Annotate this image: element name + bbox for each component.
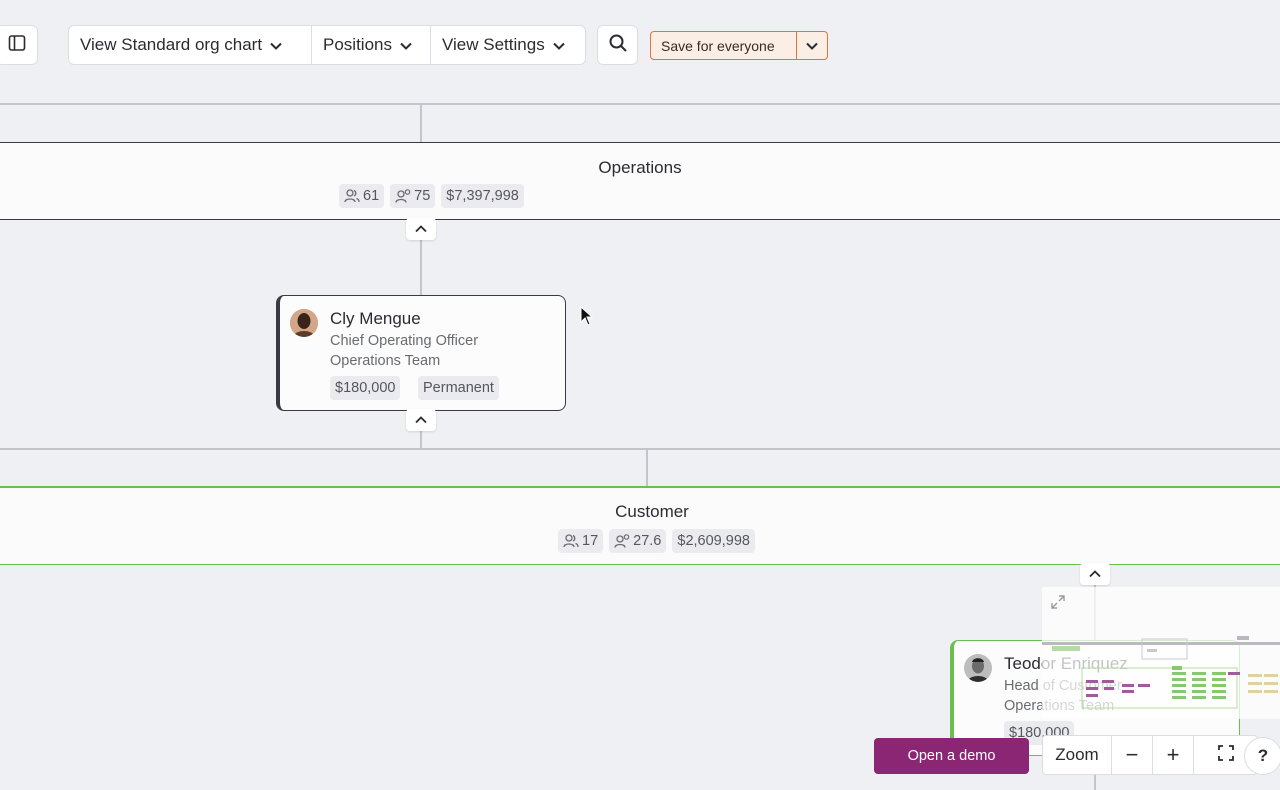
positions-icon: [614, 534, 630, 548]
minimap-preview: [1042, 636, 1280, 709]
search-icon: [608, 33, 628, 58]
view-toolbar: View Standard org chart Positions View S…: [68, 25, 586, 65]
connector-line: [420, 220, 422, 296]
chevron-down-icon: [270, 35, 282, 55]
team-stats: 17 27.6 $2,609,998: [558, 529, 755, 553]
collapse-reports-button[interactable]: [406, 409, 436, 431]
view-select-label: View Standard org chart: [80, 35, 263, 54]
zoom-label: Zoom: [1043, 736, 1112, 774]
plus-icon: +: [1166, 742, 1180, 767]
employment-type-badge: Permanent: [418, 376, 499, 400]
view-select[interactable]: View Standard org chart: [69, 26, 312, 64]
budget-value: $7,397,998: [446, 188, 519, 204]
team-stats: 61 75 $7,397,998: [339, 184, 524, 208]
avatar: [290, 309, 318, 337]
people-icon: [563, 534, 579, 548]
help-icon: ?: [1257, 746, 1269, 765]
positions-icon: [395, 189, 411, 203]
zoom-in-button[interactable]: +: [1153, 736, 1194, 774]
person-card[interactable]: Cly Mengue Chief Operating Officer Opera…: [276, 295, 566, 411]
headcount-value: 17: [582, 533, 599, 549]
expand-icon[interactable]: [1050, 594, 1066, 615]
chevron-down-icon: [552, 35, 565, 55]
fit-screen-button[interactable]: [1194, 736, 1257, 774]
connector-line: [0, 103, 1280, 105]
sidebar-toggle-button[interactable]: [0, 25, 38, 65]
salary-badge: $180,000: [330, 376, 401, 400]
team-name: Operations: [598, 158, 682, 177]
positions-badge: 27.6: [609, 529, 667, 553]
positions-select-label: Positions: [323, 35, 392, 54]
headcount-value: 61: [363, 188, 380, 204]
chevron-down-icon: [400, 35, 412, 55]
positions-value: 27.6: [633, 533, 662, 549]
budget-badge: $2,609,998: [672, 529, 755, 553]
sidebar-toggle-icon: [8, 34, 26, 57]
fullscreen-icon: [1217, 744, 1234, 766]
save-options-button[interactable]: [797, 32, 827, 59]
headcount-badge: 61: [339, 184, 385, 208]
collapse-team-button[interactable]: [406, 218, 436, 240]
budget-value: $2,609,998: [677, 533, 750, 549]
zoom-out-button[interactable]: −: [1112, 736, 1153, 774]
save-view-group: Save for everyone: [650, 31, 828, 60]
minimap[interactable]: [1042, 587, 1280, 719]
view-settings-label: View Settings: [442, 35, 545, 54]
open-demo-button[interactable]: Open a demo: [874, 738, 1029, 774]
person-title: Chief Operating Officer: [330, 333, 479, 349]
chevron-down-icon: [806, 37, 818, 55]
minus-icon: −: [1125, 742, 1139, 767]
headcount-badge: 17: [558, 529, 604, 553]
open-demo-label: Open a demo: [907, 748, 996, 764]
view-settings-select[interactable]: View Settings: [431, 26, 585, 64]
chevron-up-icon: [415, 220, 427, 238]
avatar: [964, 654, 992, 682]
person-team: Operations Team: [330, 353, 441, 369]
chevron-up-icon: [415, 411, 427, 429]
zoom-controls: Zoom − +: [1042, 735, 1258, 775]
team-band-operations[interactable]: Operations 61 75 $7,397,998: [0, 142, 1280, 220]
help-button[interactable]: ?: [1244, 737, 1280, 775]
people-icon: [344, 189, 360, 203]
budget-badge: $7,397,998: [441, 184, 524, 208]
mouse-cursor-icon: [580, 305, 594, 331]
zoom-label-text: Zoom: [1055, 745, 1099, 764]
positions-select[interactable]: Positions: [312, 26, 431, 64]
connector-line: [646, 448, 648, 487]
connector-line: [0, 448, 1280, 450]
save-label: Save for everyone: [661, 37, 775, 54]
positions-value: 75: [414, 188, 431, 204]
connector-line: [420, 103, 422, 143]
chevron-up-icon: [1089, 565, 1101, 583]
team-band-customer[interactable]: Customer 17 27.6 $2,609,998: [0, 486, 1280, 565]
search-button[interactable]: [597, 25, 638, 65]
save-for-everyone-button[interactable]: Save for everyone: [651, 32, 797, 59]
person-name: Cly Mengue: [330, 309, 421, 328]
team-name: Customer: [615, 502, 689, 521]
collapse-team-button[interactable]: [1080, 563, 1110, 585]
positions-badge: 75: [390, 184, 436, 208]
